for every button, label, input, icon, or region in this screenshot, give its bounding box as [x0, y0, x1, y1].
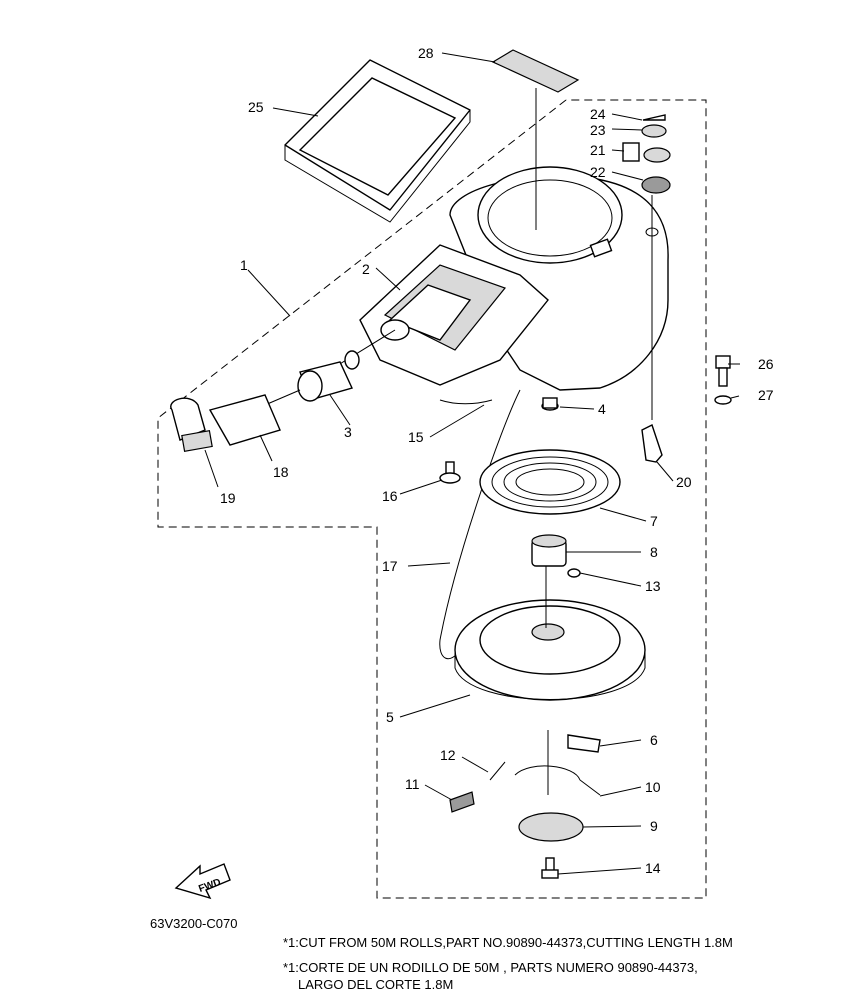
starter-housing — [359, 166, 669, 391]
callout-21: 21 — [590, 142, 606, 158]
cable-17 — [439, 389, 521, 660]
washer-21 — [643, 147, 671, 163]
handle-assembly — [170, 329, 396, 453]
callout-22: 22 — [590, 164, 606, 180]
callout-17: 17 — [382, 558, 398, 574]
cotter-pin-24 — [642, 114, 666, 121]
spring-11 — [449, 791, 475, 813]
group-boundary-left — [157, 99, 707, 899]
decal-28 — [491, 49, 580, 93]
spiral-spring-7 — [479, 449, 621, 515]
fwd-arrow-icon: FWD — [174, 863, 231, 900]
callout-15: 15 — [408, 429, 424, 445]
pin-12 — [489, 761, 506, 781]
note-spanish-line1: *1:CORTE DE UN RODILLO DE 50M , PARTS NU… — [283, 960, 698, 975]
callout-2: 2 — [362, 261, 370, 277]
bolt-26 — [715, 355, 731, 387]
wire-10 — [514, 765, 601, 796]
gasket-25 — [284, 59, 471, 223]
bolt-16 — [439, 461, 461, 484]
callout-23: 23 — [590, 122, 606, 138]
callout-1: 1 — [240, 257, 248, 273]
callout-14: 14 — [645, 860, 661, 876]
callout-8: 8 — [650, 544, 658, 560]
washer-23 — [641, 124, 667, 138]
figure-code: 63V3200-C070 — [150, 916, 238, 931]
callout-18: 18 — [273, 464, 289, 480]
callout-5: 5 — [386, 709, 394, 725]
callout-9: 9 — [650, 818, 658, 834]
note-spanish-line2: LARGO DEL CORTE 1.8M — [298, 977, 454, 992]
collar-4 — [541, 397, 559, 411]
note-english: *1:CUT FROM 50M ROLLS,PART NO.90890-4437… — [283, 935, 733, 950]
callout-10: 10 — [645, 779, 661, 795]
drum-5 — [454, 599, 646, 701]
plate-9 — [518, 812, 584, 842]
leader-lines — [204, 52, 740, 875]
callout-6: 6 — [650, 732, 658, 748]
pawl-6 — [567, 734, 601, 753]
callout-13: 13 — [645, 578, 661, 594]
sleeve-8 — [531, 534, 567, 567]
bracket-21 — [622, 142, 640, 162]
bolt-14 — [541, 857, 559, 879]
spring-22 — [641, 176, 671, 194]
callout-28: 28 — [418, 45, 434, 61]
callout-numbers: 28 25 24 23 21 22 1 2 26 27 4 3 15 18 20… — [220, 45, 774, 876]
callout-7: 7 — [650, 513, 658, 529]
callout-11: 11 — [405, 776, 420, 792]
cable-15 — [439, 399, 493, 405]
washer-27 — [714, 395, 732, 405]
clip-13 — [567, 568, 581, 578]
callout-25: 25 — [248, 99, 264, 115]
callout-26: 26 — [758, 356, 774, 372]
callout-20: 20 — [676, 474, 692, 490]
callout-12: 12 — [440, 747, 456, 763]
callout-24: 24 — [590, 106, 606, 122]
callout-3: 3 — [344, 424, 352, 440]
callout-19: 19 — [220, 490, 236, 506]
callout-16: 16 — [382, 488, 398, 504]
clip-20 — [641, 424, 663, 463]
callout-4: 4 — [598, 401, 606, 417]
callout-27: 27 — [758, 387, 774, 403]
